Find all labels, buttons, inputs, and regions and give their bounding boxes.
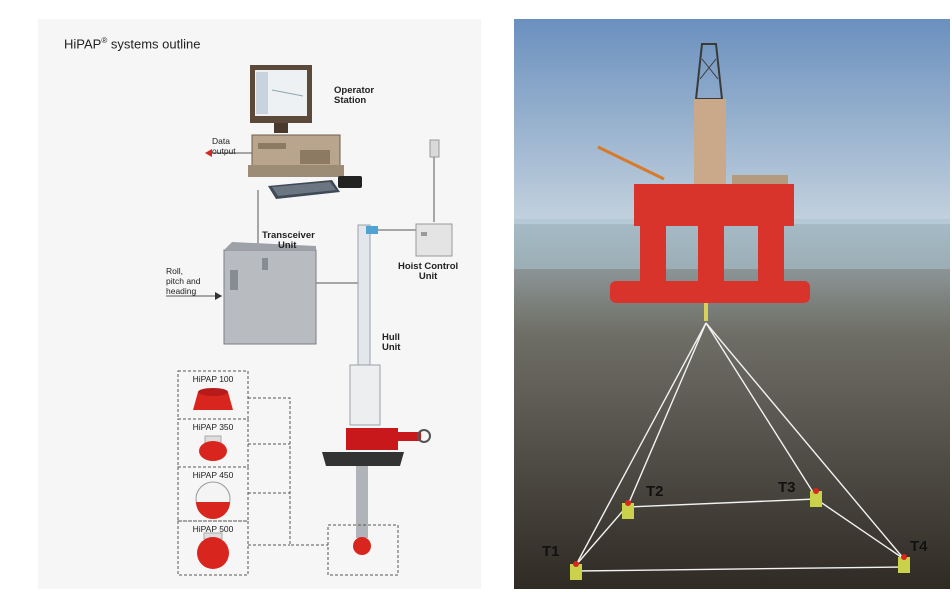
sea-surface [514, 219, 950, 269]
transponder-t3-label: T3 [778, 479, 796, 496]
transponder-t1-icon [570, 561, 582, 580]
monitor-icon [250, 65, 312, 133]
drilling-rig-icon [597, 43, 810, 321]
transponder-t4-label: T4 [910, 538, 928, 555]
range-lines [575, 322, 905, 572]
system-diagram [166, 65, 453, 576]
hull-unit-icon [322, 224, 431, 555]
hipap-350-transducer-icon [199, 435, 227, 461]
keyboard-icon [268, 180, 340, 199]
transceiver-cabinet-icon [223, 242, 317, 345]
data-output-arrow-icon [205, 149, 212, 157]
connector-lines [166, 157, 435, 297]
transponder-t4-icon [898, 554, 910, 573]
hipap-100-label: HiPAP 100 [192, 374, 234, 384]
transponder-t3-icon [810, 488, 822, 507]
mouse-pad-icon [338, 176, 362, 188]
rig-positioning-illustration: T1 T2 T3 T4 [514, 19, 950, 589]
input-arrow-icon [215, 292, 222, 300]
hipap-500-transducer-icon [197, 532, 229, 569]
computer-unit-icon [248, 134, 344, 177]
hoist-remote-icon [429, 139, 440, 158]
hipap-450-label: HiPAP 450 [192, 470, 234, 480]
hoist-control-cabinet-icon [415, 223, 453, 257]
positioning-scene [514, 19, 950, 589]
seabed [514, 224, 950, 589]
transponder-t2-icon [622, 500, 634, 519]
model-boxes [177, 370, 328, 576]
transponder-t2-label: T2 [646, 483, 664, 500]
hipap-500-label: HiPAP 500 [192, 524, 234, 534]
hipap-450-transducer-icon [195, 481, 231, 519]
hipap-100-transducer-icon [193, 388, 233, 410]
transponder-t1-label: T1 [542, 543, 560, 560]
page-title: HiPAP® systems outline [64, 36, 201, 52]
transducer-box [327, 524, 399, 576]
hipap-350-label: HiPAP 350 [192, 422, 234, 432]
